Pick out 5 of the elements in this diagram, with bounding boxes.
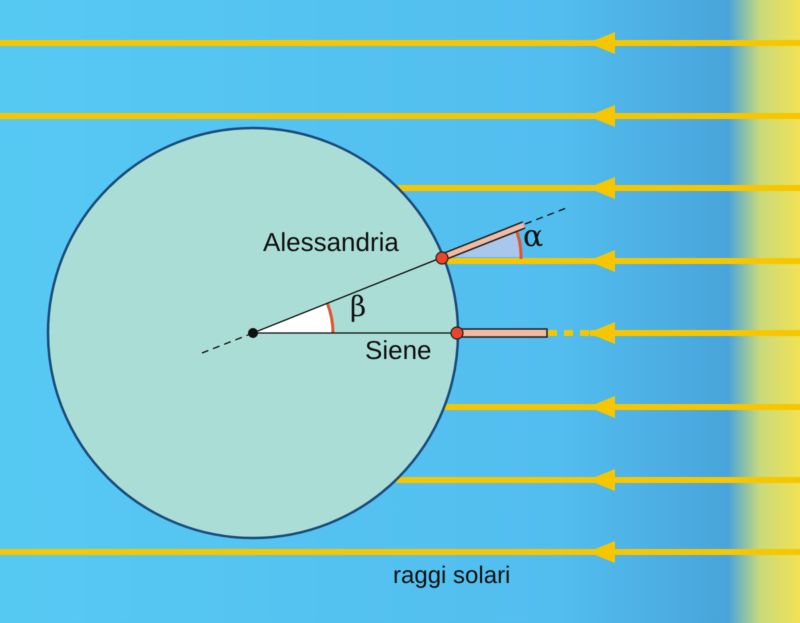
angle-label: β (350, 293, 366, 321)
text-label: Siene (365, 337, 432, 363)
text-label: raggi solari (393, 564, 510, 588)
text-label: Alessandria (263, 229, 399, 255)
angle-label: α (523, 222, 544, 252)
